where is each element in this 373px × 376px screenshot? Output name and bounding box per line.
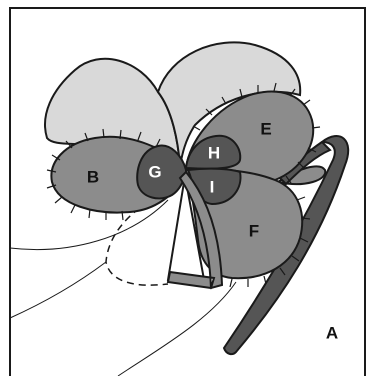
guide-line-1: [9, 199, 169, 251]
region-g: [136, 144, 187, 200]
curved-band: [166, 170, 224, 290]
label-i: I: [210, 177, 215, 196]
label-h: H: [208, 143, 220, 162]
label-b: B: [87, 167, 99, 186]
label-a: A: [326, 323, 338, 342]
label-e: E: [260, 119, 271, 138]
guide-line-2: [9, 261, 107, 319]
tick-marks: [46, 82, 321, 288]
stem: [222, 135, 350, 356]
label-f: F: [249, 221, 259, 240]
figure-frame: [9, 7, 366, 376]
stem-branch: [278, 140, 332, 186]
region-h: [184, 134, 242, 170]
guide-line-3: [117, 281, 237, 376]
label-g: G: [148, 162, 161, 181]
